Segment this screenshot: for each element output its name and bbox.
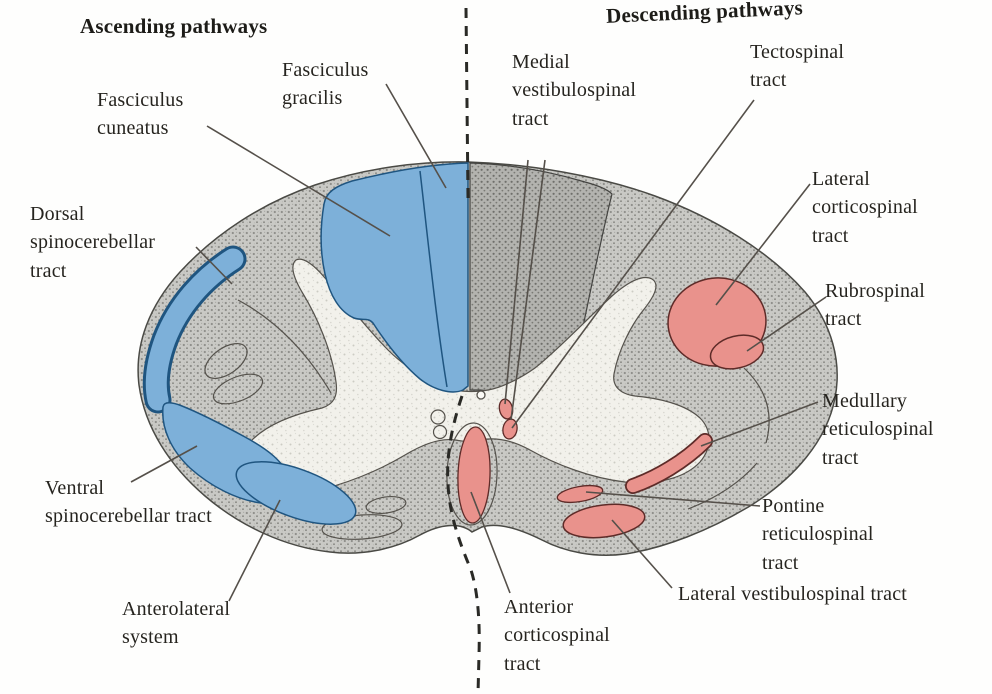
rubrospinal-region [709, 334, 765, 370]
leader-lateral-vestibulospinal [611, 519, 673, 589]
leader-fasciculus-gracilis [385, 83, 447, 189]
label-fasciculus-cuneatus: Fasciculus cuneatus [97, 89, 184, 140]
ascending-pathways-title: Ascending pathways [80, 14, 268, 38]
label-rubrospinal-tract: Rubrospinal tract [825, 280, 925, 331]
anterior-corticospinal-region [457, 426, 491, 524]
label-anterior-corticospinal-tract: Anterior corticospinal tract [504, 596, 610, 675]
pontine-reticulospinal-region [556, 484, 604, 504]
fasciculus-cuneatus-gracilis-region [320, 162, 469, 393]
leader-medullary-reticulospinal [700, 401, 819, 447]
midline-dashed-line [446, 7, 481, 694]
label-dorsal-spinocerebellar-tract: Dorsal spinocerebellar tract [30, 203, 156, 282]
leader-medial-vestibulospinal-2 [510, 159, 546, 421]
leader-pontine-reticulospinal [585, 491, 761, 507]
medullary-reticulospinal-region [626, 434, 712, 493]
leader-lines [130, 83, 827, 602]
label-medial-vestibulospinal-tract: Medial vestibulospinal tract [512, 51, 637, 130]
leader-tectospinal [511, 99, 755, 429]
leader-rubrospinal [746, 296, 827, 352]
cuneatus-gracilis-divider-line [419, 170, 448, 388]
white-matter-detail-lines [204, 299, 770, 540]
label-fasciculus-gracilis: Fasciculus gracilis [282, 59, 369, 110]
label-ventral-spinocerebellar-tract: Ventral spinocerebellar tract [45, 477, 212, 528]
dorsal-spinocerebellar-region [145, 248, 244, 411]
label-anterolateral-system: Anterolateral system [122, 598, 231, 649]
label-lateral-corticospinal-tract: Lateral corticospinal tract [812, 168, 918, 247]
leader-anterior-corticospinal [470, 491, 511, 594]
leader-fasciculus-cuneatus [206, 125, 391, 237]
label-tectospinal-tract: Tectospinal tract [750, 41, 845, 92]
leader-medial-vestibulospinal-1 [504, 159, 529, 405]
lateral-vestibulospinal-region [562, 503, 646, 539]
leader-dorsal-spinocerebellar [195, 246, 233, 285]
label-lateral-vestibulospinal-tract: Lateral vestibulospinal tract [678, 583, 908, 605]
anterolateral-system-region [235, 461, 357, 525]
label-medullary-reticulospinal-tract: Medullary reticulospinal tract [822, 390, 934, 469]
central-canal [476, 390, 486, 400]
leader-ventral-spinocerebellar [130, 445, 198, 483]
leader-lateral-corticospinal [715, 183, 811, 306]
label-pontine-reticulospinal-tract: Pontine reticulospinal tract [762, 495, 874, 574]
leader-anterolateral-system [228, 499, 281, 602]
